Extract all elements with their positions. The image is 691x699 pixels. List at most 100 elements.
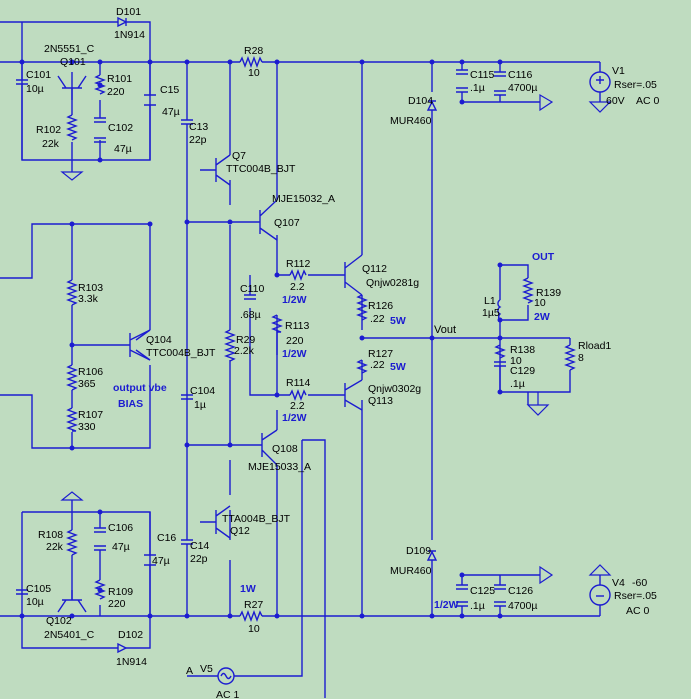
a-net-label: A [186,665,193,677]
capacitor-symbols [16,62,506,607]
r107-ref: R107 [78,409,103,421]
r138-value: 10 [510,355,522,367]
v1-value: 60V [606,95,625,107]
r126-ref: R126 [368,300,393,312]
diode-symbols [117,16,438,654]
c125-ref: C125 [470,585,495,597]
v4-ac: AC 0 [626,605,650,617]
c129-value: .1µ [510,378,525,390]
c13-value: 22p [189,134,207,146]
r27-ref: R27 [244,599,263,611]
q101-ref: Q101 [60,56,86,68]
r102-ref: R102 [36,124,61,136]
v4-value: -60 [632,577,647,589]
c116-ref: C116 [508,69,532,81]
r126-value: .22 [370,313,385,325]
component-labels: D101 1N914 2N5551_C Q101 C101 10µ R101 2… [26,6,660,699]
r106-value: 365 [78,378,96,390]
v5-ref: V5 [200,663,213,675]
wires [0,21,601,698]
q107-ref: Q107 [274,217,300,229]
c104-ref: C104 [190,385,215,397]
r27-power: 1W [240,583,256,595]
c110-ref: C110 [240,283,264,295]
d101-ref: D101 [116,6,141,18]
c14-ref: C14 [190,540,209,552]
q102-model: 2N5401_C [44,629,95,641]
q113-model: Qnjw0302g [368,383,421,395]
v1-ref: V1 [612,65,625,77]
d102-ref: D102 [118,629,143,641]
q113-ref: Q113 [368,395,393,407]
c14-value: 22p [190,553,208,565]
bias-note: BIAS [118,398,143,410]
q108-model: MJE15033_A [248,461,311,473]
c125-value: .1µ [470,600,485,612]
r114-ref: R114 [286,377,310,389]
v4-ref: V4 [612,577,625,589]
r108-ref: R108 [38,529,63,541]
r139-value: 10 [534,297,546,309]
annotations: output vbe BIAS [113,382,167,410]
r108-value: 22k [46,541,64,553]
q107-model: MJE15032_A [272,193,335,205]
c13-ref: C13 [189,121,208,133]
r102-value: 22k [42,138,60,150]
r29-ref: R29 [236,334,255,346]
q7-ref: Q7 [232,150,246,162]
d102-value: 1N914 [116,656,147,668]
r103-ref: R103 [78,282,103,294]
c115-ref: C115 [470,69,494,81]
rload-value: 8 [578,352,584,364]
c126-ref: C126 [508,585,533,597]
net-labels: OUT Vout A 1/2W [186,251,555,677]
q108-ref: Q108 [272,443,298,455]
c126-value: 4700µ [508,600,537,612]
q104-model: TTC004B_BJT [146,347,216,359]
out-net-label: OUT [532,251,555,263]
junction-dots [19,59,503,619]
output-vbe-note: output vbe [113,382,167,394]
c15-ref: C15 [160,84,179,96]
c106-value: 47µ [112,541,130,553]
r27-value: 10 [248,623,260,635]
q101-model: 2N5551_C [44,43,95,55]
c16-ref: C16 [157,532,176,544]
r112-power: 1/2W [282,294,307,306]
d104-ref: D104 [408,95,433,107]
r126-power: 5W [390,315,406,327]
r29-value: 2.2k [234,345,255,357]
ground-symbols [60,93,612,585]
r28-ref: R28 [244,45,263,57]
r139-ref: R139 [536,287,561,299]
r28-value: 10 [248,67,260,79]
c105-value: 10µ [26,596,44,608]
r139-power: 2W [534,311,550,323]
q102-ref: Q102 [46,615,72,627]
q104-ref: Q104 [146,334,172,346]
c101-value: 10µ [26,83,44,95]
r114-power: 1/2W [282,412,307,424]
c15-value: 47µ [162,106,180,118]
c129-ref: C129 [510,365,535,377]
r113-value: 220 [286,335,304,347]
c115-value: .1µ [470,82,485,94]
rload-ref: Rload1 [578,340,611,352]
d109-value: MUR460 [390,565,432,577]
v1-rser: Rser=.05 [614,79,657,91]
v1-ac: AC 0 [636,95,660,107]
q12-ref: Q12 [230,525,250,537]
c110-value: .68µ [240,309,261,321]
r127-power: 5W [390,361,406,373]
d101-value: 1N914 [114,29,145,41]
q12-model: TTA004B_BJT [222,513,291,525]
r103-value: 3.3k [78,293,99,305]
r112-ref: R112 [286,258,310,270]
l1-value: 1µ5 [482,307,500,319]
c106-ref: C106 [108,522,133,534]
transistor-symbols [57,75,363,613]
r101-value: 220 [107,86,125,98]
r106-ref: R106 [78,366,103,378]
c116-value: 4700µ [508,82,537,94]
